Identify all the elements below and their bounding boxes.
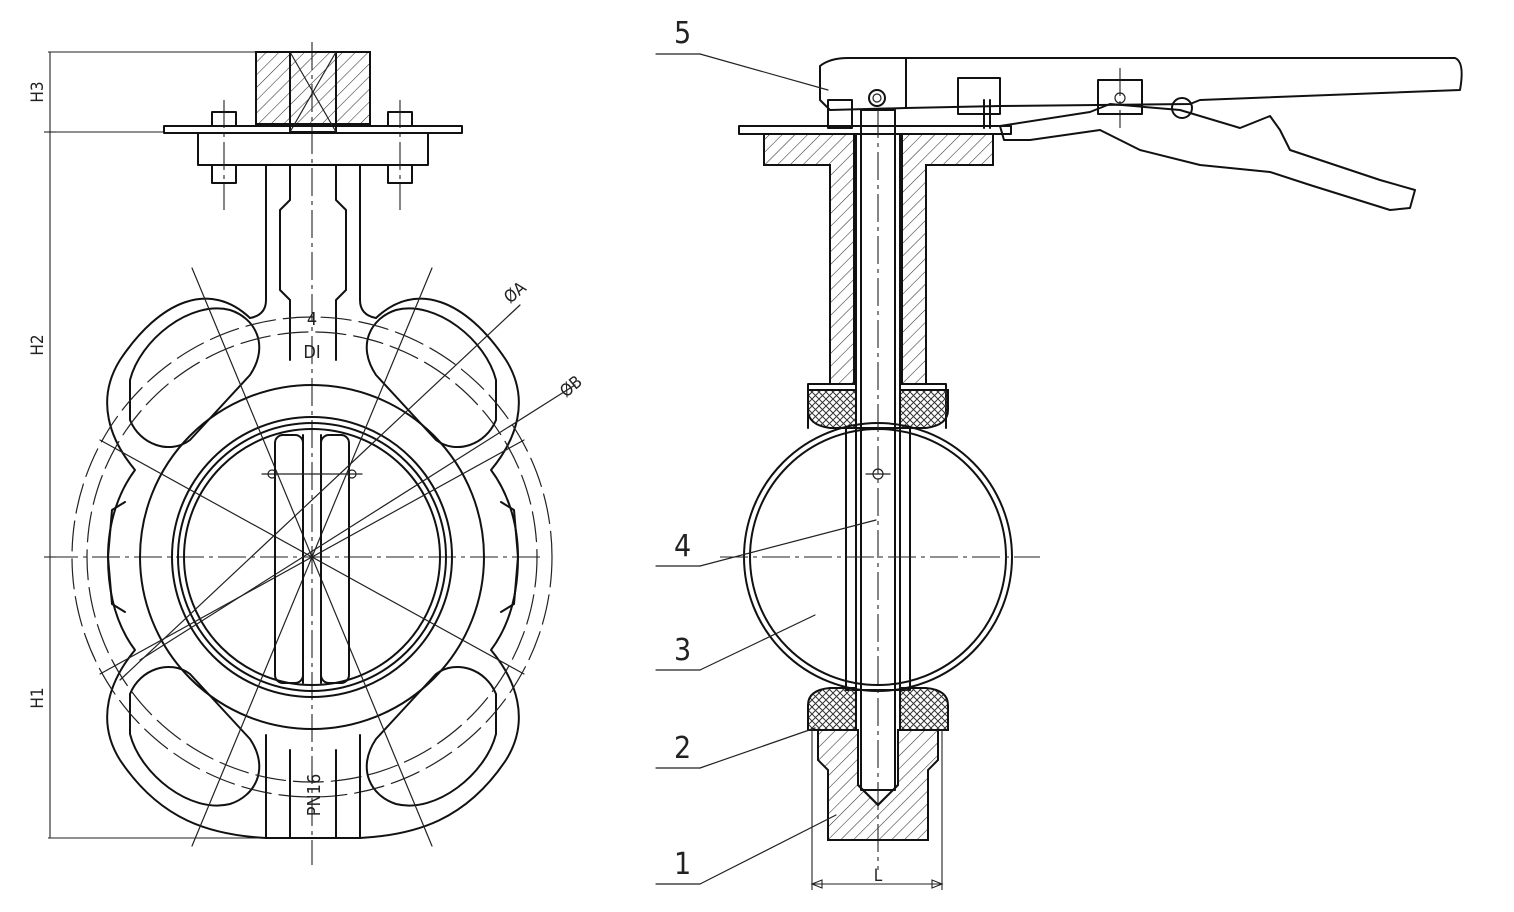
height-dimension-lines <box>44 51 270 839</box>
size-marking: 4 <box>307 309 317 330</box>
l-label: L <box>874 866 883 886</box>
bolt-circle-b <box>71 316 553 798</box>
front-view: H3 H2 H1 ØA ØB 4 DI PN16 <box>28 42 586 865</box>
part-leaders <box>655 53 877 885</box>
bottom-neck <box>265 734 361 839</box>
upper-seat-left <box>807 389 857 429</box>
lower-seat-right <box>899 687 949 731</box>
top-square-drive <box>255 51 371 133</box>
phi-b-label: ØB <box>556 372 586 402</box>
h2-label: H2 <box>28 334 48 355</box>
lug-body-outline <box>106 297 520 839</box>
top-flange-block <box>197 132 429 166</box>
handle-lever <box>819 57 1463 211</box>
side-tab-left <box>107 501 126 613</box>
phi-b-leader <box>139 384 576 661</box>
section-neck-left <box>763 133 855 385</box>
lug-pocket-lower-left <box>129 665 261 807</box>
flange-bolt-left <box>211 100 237 210</box>
disc-outer-edge <box>177 422 447 692</box>
flange-bolt-right <box>387 100 413 210</box>
body-seat-ring <box>171 416 453 698</box>
l-dimension <box>810 730 944 890</box>
disc-inner-edge <box>183 428 441 686</box>
material-marking: DI <box>303 342 320 363</box>
section-neck-right <box>901 133 994 385</box>
lug-pocket-lower-right <box>365 665 497 807</box>
upper-seat-right <box>899 389 949 429</box>
lug-pocket-upper-left <box>129 307 261 449</box>
bolt-radial-lines <box>99 267 525 847</box>
side-tab-right <box>500 501 519 613</box>
bottom-boss-bore <box>857 729 899 806</box>
h1-label: H1 <box>28 687 48 708</box>
lower-seat-left <box>807 687 857 731</box>
h3-label: H3 <box>28 81 48 102</box>
body-outer-ring <box>139 384 485 730</box>
body-neck <box>249 164 377 361</box>
section-view: L 5 4 3 2 1 <box>655 16 1463 890</box>
bolt-circle-a <box>86 331 538 783</box>
part-number-2: 2 <box>674 731 691 766</box>
disc-stem <box>261 434 363 684</box>
phi-a-label: ØA <box>500 278 531 308</box>
lug-pocket-upper-right <box>365 307 497 449</box>
part-number-3: 3 <box>674 633 691 668</box>
part-number-1: 1 <box>674 847 691 882</box>
phi-a-leader <box>119 304 521 681</box>
stem-shaft <box>860 109 896 870</box>
part-number-5: 5 <box>674 16 691 51</box>
section-top-plate <box>738 125 1012 135</box>
pressure-marking: PN16 <box>304 774 325 816</box>
part-number-4: 4 <box>674 529 691 564</box>
